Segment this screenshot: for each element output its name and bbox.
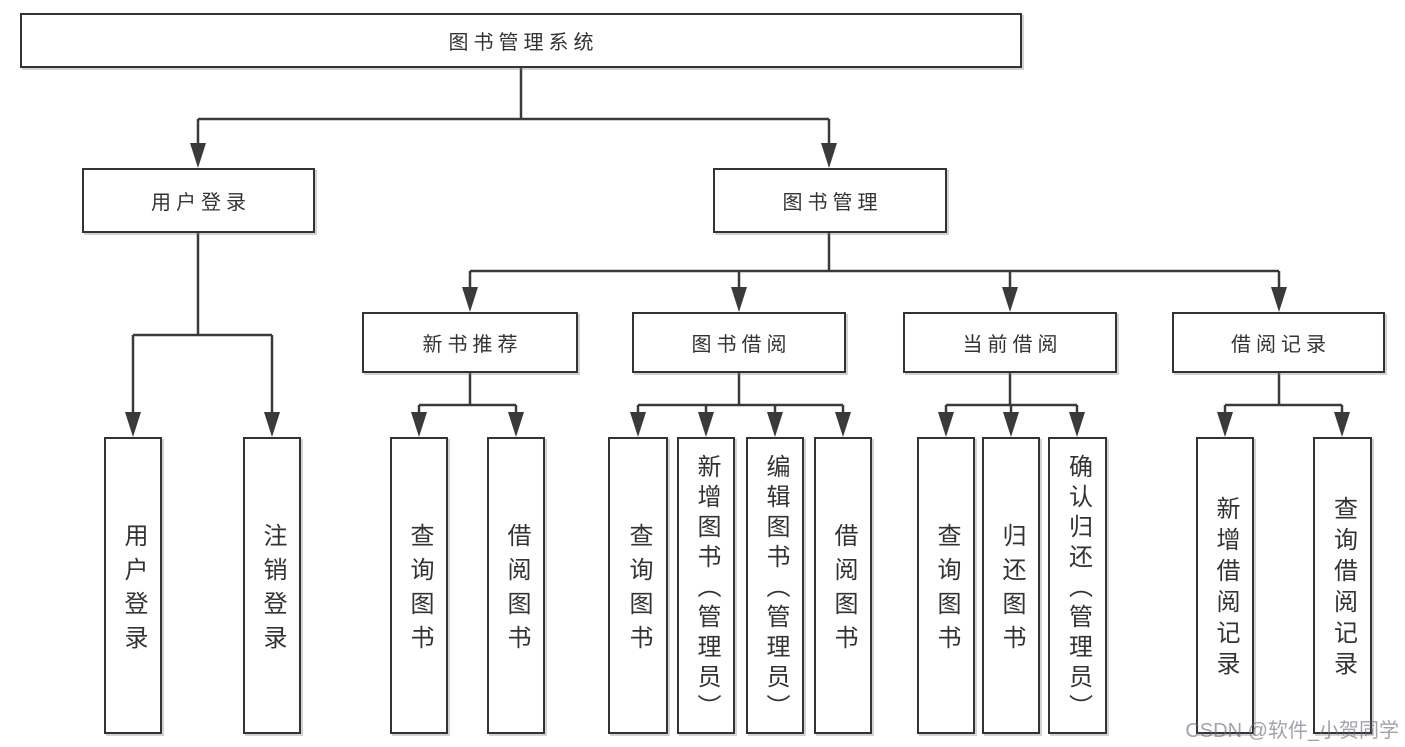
node-new-book-recommend: 新书推荐 (362, 312, 578, 373)
leaf-query-book-recommend: 查询图书 (390, 437, 448, 734)
leaf-add-book-admin: 新增图书（管理员） (677, 437, 735, 734)
node-book-borrowing: 图书借阅 (632, 312, 846, 373)
leaf-add-borrow-record: 新增借阅记录 (1196, 437, 1254, 734)
node-current-borrowing: 当前借阅 (903, 312, 1117, 373)
leaf-borrow-book-borrowing: 借阅图书 (814, 437, 872, 734)
leaf-borrow-book-recommend: 借阅图书 (487, 437, 545, 734)
leaf-query-book-borrowing: 查询图书 (608, 437, 668, 734)
node-book-management: 图书管理 (713, 168, 947, 233)
leaf-query-borrow-record: 查询借阅记录 (1313, 437, 1372, 734)
node-root-library-system: 图书管理系统 (20, 13, 1022, 68)
leaf-user-login: 用户登录 (104, 437, 162, 734)
leaf-return-book: 归还图书 (982, 437, 1040, 734)
node-borrow-records: 借阅记录 (1172, 312, 1385, 373)
leaf-edit-book-admin: 编辑图书（管理员） (746, 437, 804, 734)
node-user-login: 用户登录 (82, 168, 315, 233)
leaf-confirm-return-admin: 确认归还（管理员） (1048, 437, 1107, 734)
leaf-query-book-current: 查询图书 (917, 437, 975, 734)
leaf-logout: 注销登录 (243, 437, 301, 734)
watermark: CSDN @软件_小贺同学 (1185, 720, 1399, 742)
